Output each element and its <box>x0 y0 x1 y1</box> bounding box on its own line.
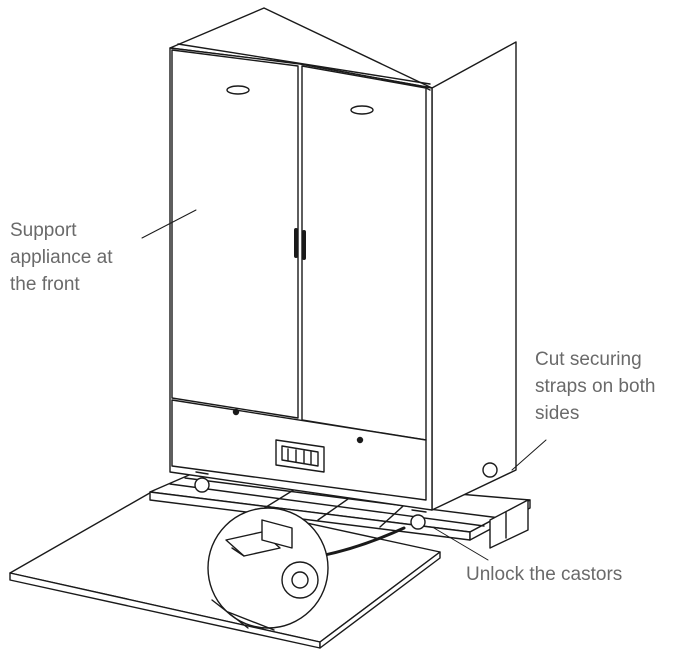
pallet <box>149 471 531 549</box>
right-door <box>301 65 431 441</box>
label-line: straps on both <box>535 376 656 397</box>
label-line: appliance at <box>10 247 113 268</box>
label-line: the front <box>10 274 80 295</box>
label-cut-straps: Cut securing straps on both sides <box>535 346 655 427</box>
securing-strap <box>318 526 406 558</box>
label-line: Cut securing <box>535 349 642 370</box>
leader-lines <box>141 209 547 561</box>
brand-badge-icon <box>226 85 374 115</box>
label-line: sides <box>535 403 580 424</box>
castor-detail-magnifier <box>207 507 329 631</box>
control-panel-display <box>275 439 325 473</box>
castors <box>194 462 498 530</box>
left-door <box>171 49 299 419</box>
label-unlock-castors: Unlock the castors <box>466 561 622 588</box>
label-line: Unlock the castors <box>466 564 623 585</box>
label-line: Support <box>10 220 77 241</box>
label-support-appliance: Support appliance at the front <box>10 217 112 298</box>
